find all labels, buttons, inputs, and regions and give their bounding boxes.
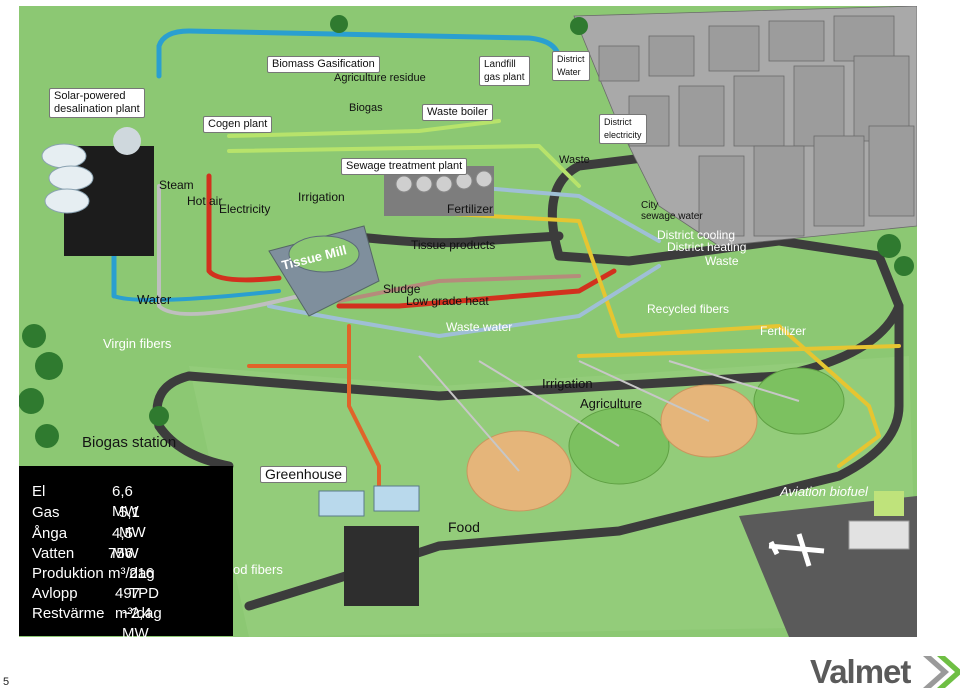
stat-name: Restvärme — [32, 605, 105, 622]
district-water-label: District Water — [552, 51, 590, 81]
stat-value: 497 m³/dag — [115, 585, 162, 622]
stat-row: Ånga 4,5 MW — [32, 524, 139, 562]
water-pipe-lower — [112, 289, 281, 302]
biofuel-truck — [848, 520, 910, 550]
waste-right-label: Waste — [705, 254, 739, 268]
greenhouse-building — [373, 485, 420, 512]
solar-dishes — [41, 143, 94, 214]
solar-desalination-label: Solar-powered desalination plant — [49, 88, 145, 118]
aviation-biofuel-label: Aviation biofuel — [780, 484, 868, 499]
stats-panel: El 6,6 MW Gas 5,1 MW Ånga 4,5 MW Vatten 756 … — [19, 466, 233, 642]
waste-top-label: Waste — [559, 154, 590, 166]
irrigation-lines — [418, 355, 800, 472]
city — [573, 6, 917, 247]
stat-name: Ånga — [32, 525, 68, 542]
stat-row: Avlopp 497 m³/dag — [32, 584, 162, 622]
od-fibers-label: od fibers — [233, 562, 283, 577]
district-heating-label: District heating — [667, 240, 747, 254]
stat-value: 6,6 MW — [112, 483, 139, 520]
page-number: 5 — [3, 676, 10, 688]
food-plant — [344, 526, 419, 606]
food-label: Food — [448, 519, 480, 535]
waste-water-label: Waste water — [446, 320, 513, 334]
fertilizer-top-label: Fertilizer — [447, 202, 494, 216]
tissue-products-label: Tissue products — [411, 238, 496, 252]
low-grade-heat-label: Low grade heat — [406, 294, 489, 308]
steam-label: Steam — [159, 178, 194, 192]
logo-chevron-icon — [923, 656, 960, 688]
electricity-label: Electricity — [219, 202, 271, 216]
steam-pipe — [157, 184, 301, 316]
airplane-icon — [768, 533, 825, 567]
biogas-label: Biogas — [349, 102, 383, 114]
stat-name: Vatten — [32, 545, 75, 562]
stat-name: Avlopp — [32, 585, 78, 602]
trees — [19, 15, 914, 448]
stat-name: El — [32, 483, 46, 500]
stat-row: Vatten 756 m³/dag — [32, 544, 155, 582]
fertilizer-right-label: Fertilizer — [760, 324, 807, 338]
stat-value: 4,5 MW — [112, 525, 139, 562]
stat-value: 216 TPD — [129, 565, 159, 602]
stat-name: Gas — [32, 504, 60, 521]
water-label: Water — [137, 292, 172, 307]
agriculture-residue-label: Agriculture residue — [334, 72, 426, 84]
greenhouse-label: Greenhouse — [260, 466, 348, 483]
biogas-station-label: Biogas station — [82, 434, 177, 451]
stat-row: Produktion 216 TPD — [32, 564, 159, 602]
fertilizer-pipe — [397, 209, 901, 468]
stat-value: 756 m³/dag — [108, 545, 155, 582]
cogen-plant-label: Cogen plant — [203, 116, 273, 133]
greenhouse-building — [318, 490, 365, 517]
biofuel-tanks — [874, 491, 904, 516]
sewage-treatment-label: Sewage treatment plant — [341, 158, 468, 175]
stat-value: 5,1 MW — [119, 504, 146, 541]
agriculture-label: Agriculture — [580, 396, 643, 411]
biogas-pipe — [227, 119, 581, 188]
heat-pipe — [206, 173, 617, 309]
recycled-fibers-label: Recycled fibers — [647, 302, 730, 316]
virgin-fibers-label: Virgin fibers — [103, 336, 172, 351]
stat-value: ~2,4 MW — [122, 605, 152, 642]
landfill-gas-label: Landfill gas plant — [479, 56, 530, 86]
wastewater-pipe — [247, 324, 381, 498]
biomass-gasification-label: Biomass Gasification — [267, 56, 380, 73]
stat-row: Restvärme ~2,4 MW — [32, 604, 152, 642]
irrigation-mid-label: Irrigation — [542, 376, 593, 391]
stat-row: Gas 5,1 MW — [32, 503, 146, 541]
irrigation-top-label: Irrigation — [298, 190, 345, 204]
district-electricity-label: District electricity — [599, 114, 647, 144]
eco-industrial-scene: Solar-powered desalination plant Biomass… — [19, 6, 917, 637]
dome-tank — [113, 127, 141, 155]
hot-air-label: Hot air — [187, 194, 223, 208]
stat-row: El 6,6 MW — [32, 482, 139, 520]
city-sewage-label: City sewage water — [641, 200, 703, 222]
sludge-label: Sludge — [383, 282, 421, 296]
waste-boiler-label: Waste boiler — [422, 104, 493, 121]
logo-wordmark: Valmet — [810, 653, 911, 690]
scene-drawing — [19, 6, 917, 637]
stat-name: Produktion — [32, 565, 104, 582]
district-cooling-label: District cooling — [657, 228, 736, 242]
sludge-pipe — [337, 274, 581, 303]
